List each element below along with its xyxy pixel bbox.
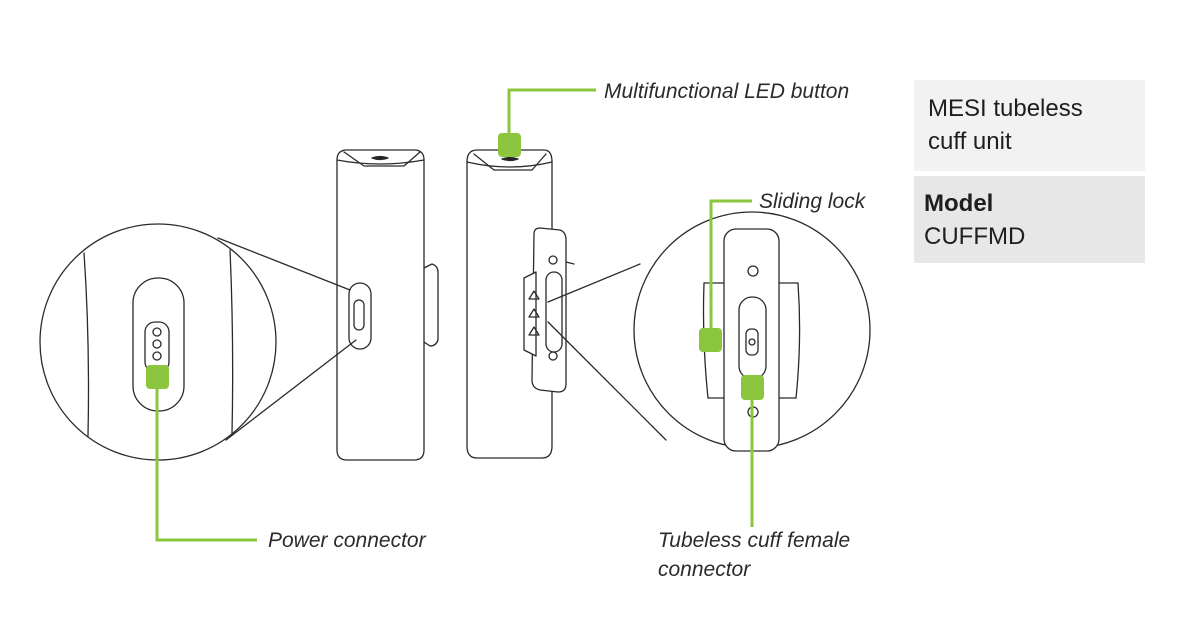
model-box: Model CUFFMD xyxy=(914,176,1145,263)
sliding-lock-marker xyxy=(699,328,722,352)
product-name-line1: MESI tubeless xyxy=(928,95,1083,122)
sliding-lock-magnifier xyxy=(633,211,871,452)
left-device-body xyxy=(336,149,439,461)
led-button-leader xyxy=(507,88,596,142)
left-device-port xyxy=(348,282,372,350)
led-button-marker xyxy=(498,133,521,157)
model-code: CUFFMD xyxy=(924,223,1026,250)
label-cuff-connector-line2: connector xyxy=(658,558,751,581)
label-cuff-connector: Tubeless cuff female connector xyxy=(658,526,850,584)
model-label: Model xyxy=(924,190,994,217)
cuff-connector-marker xyxy=(741,375,764,400)
label-led-button: Multifunctional LED button xyxy=(604,80,850,103)
label-cuff-connector-line1: Tubeless cuff female xyxy=(658,529,851,552)
power-connector-leader xyxy=(155,380,257,542)
label-sliding-lock: Sliding lock xyxy=(759,190,866,213)
product-name-line2: cuff unit xyxy=(928,128,1012,155)
product-name-box: MESI tubeless cuff unit xyxy=(914,80,1145,171)
right-device-lock xyxy=(523,227,575,393)
label-power-connector: Power connector xyxy=(268,529,426,552)
sliding-lock-leader xyxy=(709,199,752,340)
power-connector-marker xyxy=(146,365,169,389)
right-device-body xyxy=(466,149,553,459)
